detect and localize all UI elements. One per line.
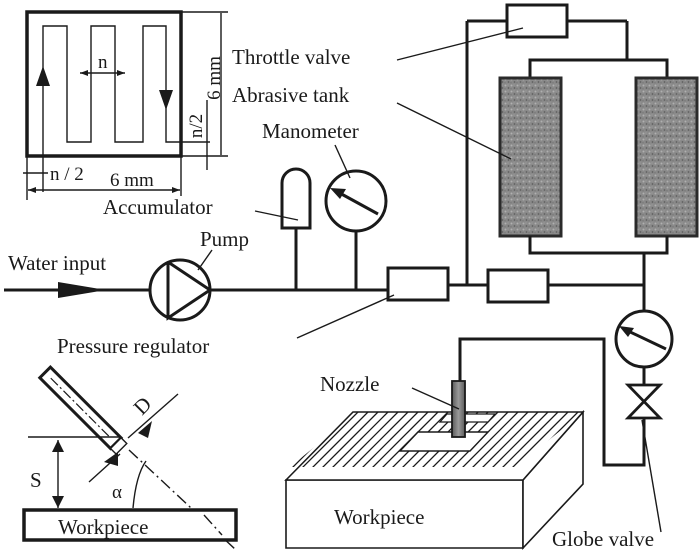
hatch-line (640, 412, 700, 480)
arrow-right-icon (172, 187, 180, 193)
hatch-line (329, 412, 399, 467)
hatch-line (600, 412, 668, 480)
flow-up-arrow-icon (36, 66, 50, 86)
hatch-line (449, 412, 519, 467)
pump-label: Pump (200, 227, 249, 251)
nozzle-leader (411, 387, 460, 410)
tank-inlet-pipe (528, 58, 669, 78)
manometer-leader (334, 144, 351, 179)
angle-arc (132, 460, 147, 509)
nozzle-geometry-detail: S D α Workpiece (22, 365, 238, 551)
workpiece-flat (22, 508, 238, 542)
arrow-down-icon (52, 496, 64, 508)
diameter-dimension-line (127, 393, 179, 439)
workpiece-3d-label: Workpiece (334, 505, 424, 529)
pitch-label: n (98, 52, 108, 73)
jet-centerline (128, 449, 237, 551)
abrasive-tank-label: Abrasive tank (232, 83, 350, 107)
arrow-right-icon (117, 70, 125, 76)
pressure-regulator-label: Pressure regulator (57, 334, 209, 358)
flow-down-arrow-icon (159, 90, 173, 110)
hatch-line (339, 412, 409, 467)
abrasive-tank-right (634, 76, 699, 238)
hatch-line (630, 412, 698, 480)
abrasive-tank-leader (396, 102, 512, 160)
throttle-valve-label: Throttle valve (232, 45, 350, 69)
pressure-regulator-icon (386, 266, 450, 302)
globe-valve-icon (624, 383, 664, 420)
hatch-line (650, 412, 700, 480)
abrasive-tank-left (498, 76, 563, 238)
serpentine-path (42, 25, 181, 156)
outlet-manometer-icon (614, 309, 674, 369)
throttle-valve-icon (505, 3, 569, 39)
machined-pocket (398, 431, 490, 452)
machined-slot (438, 413, 497, 423)
accumulator-leader (254, 210, 299, 221)
angle-label: α (112, 482, 122, 503)
throttle-valve-leader (396, 27, 524, 61)
pump-leader (197, 249, 213, 271)
hatch-line (359, 412, 429, 467)
hatch-line (299, 412, 369, 467)
offset-label-right: n/2 (186, 114, 207, 138)
standoff-label: S (30, 468, 42, 492)
angled-nozzle-icon (37, 365, 128, 456)
workpiece-flat-label: Workpiece (58, 515, 148, 539)
manometer-label: Manometer (262, 119, 359, 143)
water-input-label: Water input (8, 251, 106, 275)
accumulator-icon (280, 167, 312, 230)
mixing-valve-icon (486, 268, 550, 304)
offset-label-bottom: n / 2 (50, 164, 84, 185)
hatch-line (499, 412, 569, 467)
hatch-line (319, 412, 389, 467)
pipeline: Water input Pump Accumulator Manometer P… (4, 3, 699, 551)
hatch-line (459, 412, 529, 467)
hatch-line (579, 412, 583, 467)
hatch-line (489, 412, 559, 467)
channel-inset: n 6 mm n/2 n / 2 6 mm (23, 10, 228, 200)
arrow-icon (138, 421, 152, 438)
hatch-line (479, 412, 549, 467)
tank-outlet-pipe (528, 236, 669, 255)
arrow-up-icon (52, 440, 64, 452)
accumulator-label: Accumulator (103, 195, 213, 219)
inset-border (25, 10, 183, 158)
hatch-line (590, 412, 658, 480)
globe-valve-label: Globe valve (552, 527, 654, 551)
height-label: 6 mm (204, 56, 225, 100)
water-input-arrow-icon (58, 282, 106, 298)
pump-icon (148, 258, 213, 322)
hatch-line (309, 412, 379, 467)
hatch-line (469, 412, 539, 467)
width-label: 6 mm (110, 170, 154, 191)
nozzle-feed-pipe (458, 337, 646, 467)
nozzle-label: Nozzle (320, 372, 379, 396)
arrow-left-icon (80, 70, 88, 76)
workpiece-3d: Workpiece (284, 409, 700, 551)
diameter-label: D (129, 392, 157, 420)
arrow-left-icon (28, 187, 36, 193)
hatch-line (290, 412, 359, 467)
arrow-icon (104, 452, 118, 466)
hatch-line (349, 412, 419, 467)
jet-centerline (203, 514, 223, 536)
manometer-icon (324, 169, 388, 233)
pressure-regulator-leader (296, 294, 395, 339)
hatch-line (620, 412, 688, 480)
